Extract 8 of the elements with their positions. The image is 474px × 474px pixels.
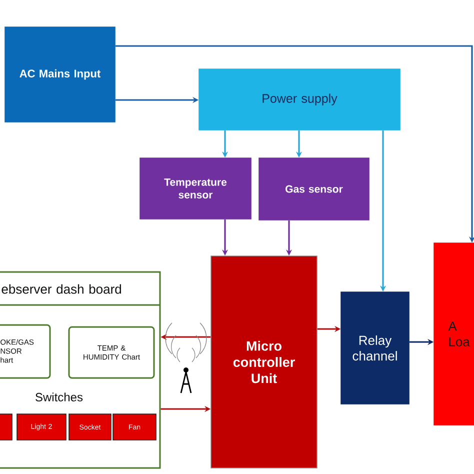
sensor-box: Temperature sensor [140,158,252,220]
process-box: Power supply [198,68,400,130]
load-box: A Loa [434,242,474,426]
relay-box: Relay channel [340,292,410,404]
sensor-box: Gas sensor [258,158,370,220]
input-box: AC Mains Input [4,26,116,122]
switch-button [0,414,12,440]
controller-box: Micro controller Unit [210,256,318,468]
